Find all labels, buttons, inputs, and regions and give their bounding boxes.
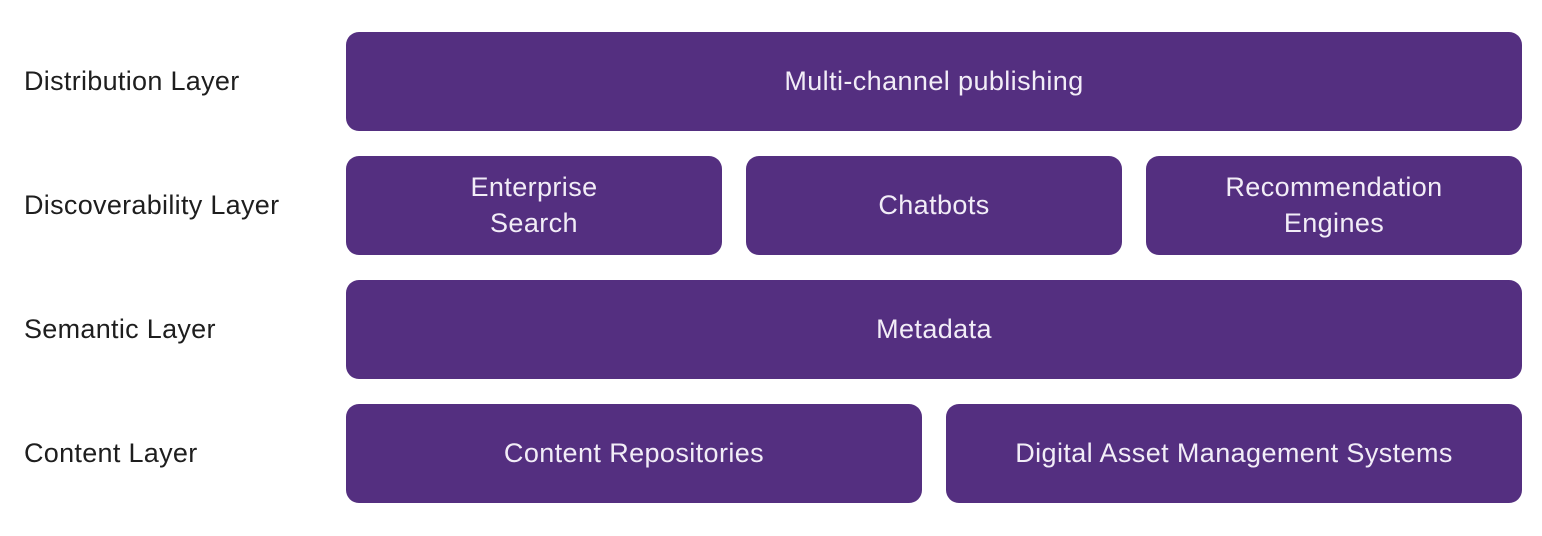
semantic-layer-boxes: Metadata	[346, 280, 1522, 379]
box-multi-channel-publishing: Multi-channel publishing	[346, 32, 1522, 131]
distribution-layer-boxes: Multi-channel publishing	[346, 32, 1522, 131]
distribution-layer-row: Distribution Layer Multi-channel publish…	[0, 32, 1522, 131]
content-layer-boxes: Content Repositories Digital Asset Manag…	[346, 404, 1522, 503]
box-chatbots: Chatbots	[746, 156, 1122, 255]
box-enterprise-search: Enterprise Search	[346, 156, 722, 255]
row-label-semantic-layer: Semantic Layer	[24, 314, 216, 344]
box-content-repositories: Content Repositories	[346, 404, 922, 503]
box-metadata: Metadata	[346, 280, 1522, 379]
box-digital-asset-management-systems: Digital Asset Management Systems	[946, 404, 1522, 503]
semantic-layer-row: Semantic Layer Metadata	[0, 280, 1522, 379]
discoverability-layer-row: Discoverability Layer Enterprise Search …	[0, 156, 1522, 255]
discoverability-layer-boxes: Enterprise Search Chatbots Recommendatio…	[346, 156, 1522, 255]
row-label-content-layer: Content Layer	[24, 438, 198, 468]
row-label-distribution-layer: Distribution Layer	[24, 66, 240, 96]
box-recommendation-engines: Recommendation Engines	[1146, 156, 1522, 255]
row-label-discoverability-layer: Discoverability Layer	[24, 190, 280, 220]
content-layer-row: Content Layer Content Repositories Digit…	[0, 404, 1522, 503]
